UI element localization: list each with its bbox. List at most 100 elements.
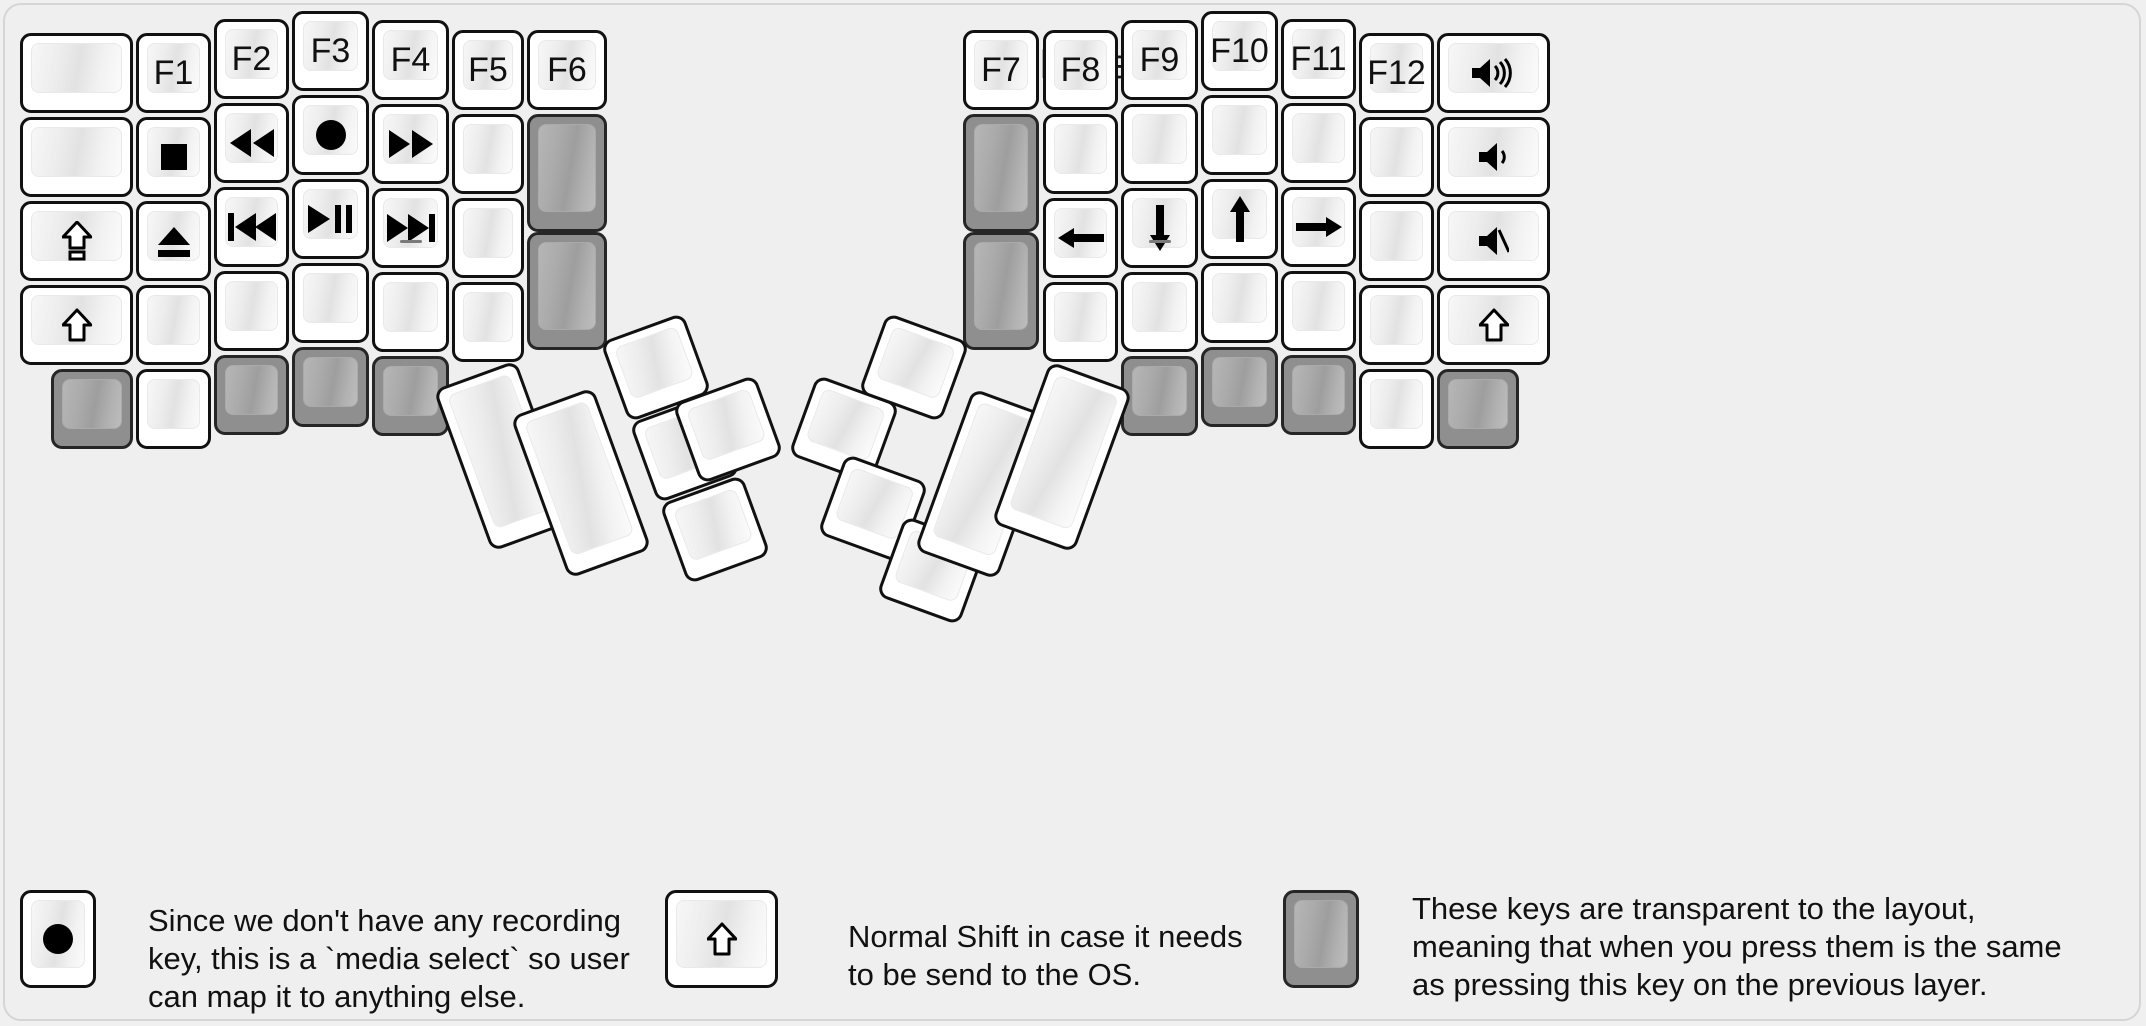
key-l-c5-r3[interactable] — [372, 188, 449, 268]
key-l-c1-r5[interactable] — [51, 369, 133, 449]
key-l-c1-r3[interactable] — [20, 201, 133, 281]
keycap-face — [875, 325, 957, 400]
key-l-c2-r2[interactable] — [136, 117, 211, 197]
keycap-face — [303, 273, 358, 323]
keycap-face — [613, 325, 695, 400]
key-l-c3-r5[interactable] — [214, 355, 289, 435]
key-l-c4-r5[interactable] — [292, 347, 369, 427]
rewind-icon — [229, 129, 274, 157]
key-l-c7-r3[interactable] — [527, 232, 607, 350]
key-l-c5-r2[interactable] — [372, 104, 449, 184]
key-r-c1-r3[interactable] — [963, 232, 1039, 350]
key-r-c2-r3[interactable] — [1043, 198, 1118, 278]
key-r-c7-r1[interactable] — [1437, 33, 1550, 113]
legend-text-shift: Normal Shift in case it needs to be send… — [848, 919, 1243, 993]
key-r-c6-r3[interactable] — [1359, 201, 1434, 281]
key-l-c6-r2[interactable] — [452, 114, 524, 194]
key-hint-mark — [1148, 240, 1171, 243]
key-r-c2-r1[interactable]: F8 — [1043, 30, 1118, 110]
key-l-c1-r2[interactable] — [20, 117, 133, 197]
key-r-c2-r2[interactable] — [1043, 114, 1118, 194]
key-r-c3-r4[interactable] — [1121, 272, 1198, 352]
keycap-face — [1370, 211, 1423, 261]
shift-lock-icon — [61, 221, 92, 261]
key-r-c6-r2[interactable] — [1359, 117, 1434, 197]
shift-outline-icon — [706, 922, 737, 956]
key-r-c6-r4[interactable] — [1359, 285, 1434, 365]
play-pause-icon — [307, 205, 354, 233]
key-l-c5-r4[interactable] — [372, 272, 449, 352]
keycap-face — [1448, 379, 1508, 429]
keycap-face — [685, 387, 767, 462]
keycap-face — [538, 124, 596, 212]
key-r-c3-r1[interactable]: F9 — [1121, 20, 1198, 100]
key-l-c4-r1[interactable]: F3 — [292, 11, 369, 91]
key-l-c2-r4[interactable] — [136, 285, 211, 365]
key-l-c3-r1[interactable]: F2 — [214, 19, 289, 99]
key-l-c4-r2[interactable] — [292, 95, 369, 175]
key-r-c4-r1[interactable]: F10 — [1201, 11, 1278, 91]
keycap-face — [147, 379, 200, 429]
arrow-up-icon — [1227, 196, 1253, 242]
key-r-c7-r5[interactable] — [1437, 369, 1519, 449]
key-r-c2-r4[interactable] — [1043, 282, 1118, 362]
key-r-c4-r4[interactable] — [1201, 263, 1278, 343]
key-r-c6-r1[interactable]: F12 — [1359, 33, 1434, 113]
key-l-c4-r4[interactable] — [292, 263, 369, 343]
key-l-c3-r4[interactable] — [214, 271, 289, 351]
key-l-c2-r5[interactable] — [136, 369, 211, 449]
key-r-c3-r3[interactable] — [1121, 188, 1198, 268]
keycap-face — [1132, 282, 1187, 332]
keycap-face — [463, 124, 513, 174]
key-l-c6-r1[interactable]: F5 — [452, 30, 524, 110]
key-r-c1-r2[interactable] — [963, 114, 1039, 232]
keycap-face — [974, 40, 1028, 90]
keycap-face — [463, 292, 513, 342]
key-l-c3-r3[interactable] — [214, 187, 289, 267]
keycap-face — [974, 242, 1028, 330]
key-r-c5-r4[interactable] — [1281, 271, 1356, 351]
key-r-c5-r2[interactable] — [1281, 103, 1356, 183]
key-l-c4-r3[interactable] — [292, 179, 369, 259]
key-l-c3-r2[interactable] — [214, 103, 289, 183]
key-r-c5-r5[interactable] — [1281, 355, 1356, 435]
key-r-c1-r1[interactable]: F7 — [963, 30, 1039, 110]
legend-text-transparent: These keys are transparent to the layout… — [1412, 891, 2062, 1003]
keycap-face — [1292, 29, 1345, 79]
key-l-c7-r2[interactable] — [527, 114, 607, 232]
key-r-c7-r3[interactable] — [1437, 201, 1550, 281]
keycap-face — [383, 366, 438, 416]
keycap-face — [1054, 208, 1107, 258]
keycap-face — [1132, 366, 1187, 416]
keycap-face — [303, 357, 358, 407]
key-l-c1-r4[interactable] — [20, 285, 133, 365]
key-r-c6-r5[interactable] — [1359, 369, 1434, 449]
key-r-c5-r3[interactable] — [1281, 187, 1356, 267]
key-l-c5-r1[interactable]: F4 — [372, 20, 449, 100]
key-r-c3-r5[interactable] — [1121, 356, 1198, 436]
key-l-c7-r1[interactable]: F6 — [527, 30, 607, 110]
key-l-c6-r3[interactable] — [452, 198, 524, 278]
key-r-c4-r5[interactable] — [1201, 347, 1278, 427]
key-r-c7-r4[interactable] — [1437, 285, 1550, 365]
prev-track-icon — [227, 213, 276, 241]
legend-key-transparent — [1283, 890, 1359, 988]
keycap-face — [383, 30, 438, 80]
keycap-face — [974, 124, 1028, 212]
key-r-c3-r2[interactable] — [1121, 104, 1198, 184]
keycap-face — [1132, 30, 1187, 80]
key-l-c1-r1[interactable] — [20, 33, 133, 113]
key-r-c4-r3[interactable] — [1201, 179, 1278, 259]
key-l-c2-r1[interactable]: F1 — [136, 33, 211, 113]
keycap-face — [1292, 197, 1345, 247]
keycap-face — [225, 29, 278, 79]
key-r-c7-r2[interactable] — [1437, 117, 1550, 197]
key-r-c5-r1[interactable]: F11 — [1281, 19, 1356, 99]
key-l-c6-r4[interactable] — [452, 282, 524, 362]
legend-text-record: Since we don't have any recording key, t… — [148, 903, 630, 1015]
key-r-c4-r2[interactable] — [1201, 95, 1278, 175]
keycap-face — [1212, 21, 1267, 71]
key-l-c2-r3[interactable] — [136, 201, 211, 281]
keycap-face — [538, 40, 596, 90]
